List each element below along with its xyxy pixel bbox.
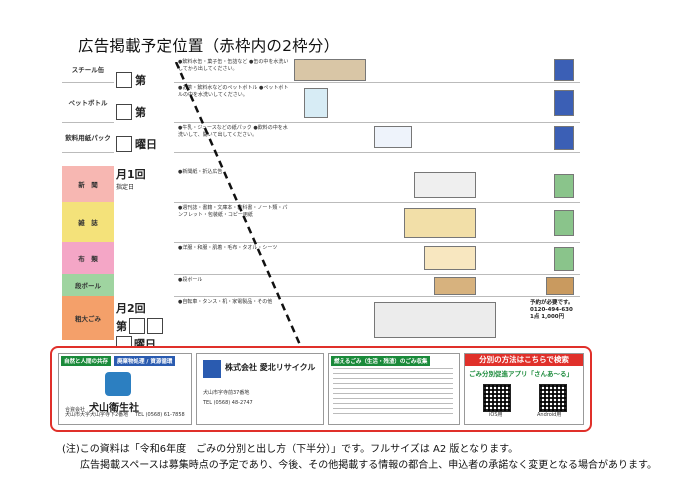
ae-logo-icon	[105, 372, 131, 396]
cart-icon	[554, 210, 574, 236]
reservation-badge: 予約が必要です。 0120-494-630 1点 1,000円	[530, 300, 574, 320]
day-box	[129, 318, 145, 334]
qr-code-ios-icon[interactable]	[483, 384, 511, 412]
pack-day: 曜日	[116, 136, 157, 152]
magazine-illustration	[404, 208, 476, 238]
category-pet: ペットボトル	[62, 82, 114, 123]
category-magazine: 雑 誌	[62, 202, 114, 242]
cart-icon	[554, 174, 574, 198]
row-pack: ●牛乳・ジュースなどの紙パック ●飲料の中を水洗いして、開いて出してください。	[174, 122, 580, 153]
page-title: 広告掲載予定位置（赤枠内の2枠分）	[78, 37, 340, 55]
qr-code-android-icon[interactable]	[539, 384, 567, 412]
ad-inuyama-eiseisha: 自然と人間の共存 廃棄物処理 / 資源循環 合資会社 犬山衛生社 犬山市大字犬山…	[58, 353, 192, 425]
steel-day: 第	[116, 72, 146, 88]
category-steel: スチール缶	[62, 56, 114, 83]
category-bulky: 粗大ごみ	[62, 296, 114, 340]
ad-aihoku-recycle: 株式会社 愛北リサイクル 犬山市字寺前37番地 TEL (0568) 48-27…	[196, 353, 324, 425]
info-text-block	[333, 368, 453, 418]
ad-collection-info: 燃えるごみ（生活・残渣）のごみ収集	[328, 353, 460, 425]
carton-icon	[546, 277, 574, 295]
day-box	[116, 72, 132, 88]
newspaper-illustration	[414, 172, 476, 198]
row-bulky: ●自転車・タンス・机・家電製品・その他 予約が必要です。 0120-494-63…	[174, 296, 580, 340]
bag-icon	[554, 59, 574, 81]
note-line-1: (注)この資料は「令和6年度 ごみの分別と出し方（下半分）」です。フルサイズは …	[62, 444, 519, 455]
row-carton: ●段ボール	[174, 274, 580, 297]
aihoku-logo-icon	[203, 360, 221, 378]
category-cloth: 布 類	[62, 242, 114, 274]
row-steel: ●飲料水缶・菓子缶・缶詰など ●缶の中を水洗いしてから出してください。	[174, 56, 580, 83]
can-illustration	[294, 59, 366, 81]
note-line-2: 広告掲載スペースは募集時点の予定であり、今後、その他掲載する情報の都合上、申込者…	[80, 460, 657, 471]
guide-main: ●飲料水缶・菓子缶・缶詰など ●缶の中を水洗いしてから出してください。 ●お茶・…	[174, 56, 580, 340]
recycling-guide-sheet: スチール缶 ペットボトル 飲料用紙パック 新 聞 雑 誌 布 類 段ボール 粗大…	[62, 56, 580, 396]
bag-icon	[554, 90, 574, 116]
category-column: スチール缶 ペットボトル 飲料用紙パック 新 聞 雑 誌 布 類 段ボール 粗大…	[62, 56, 172, 352]
row-newspaper: ●新聞紙・折込広告	[174, 166, 580, 203]
row-magazine: ●週刊誌・書籍・文庫本・教科書・ノート類・パンフレット・包装紙・コピー用紙	[174, 202, 580, 243]
bottle-illustration	[304, 88, 328, 118]
day-box	[116, 104, 132, 120]
bulky-day: 月2回 第 曜日	[116, 300, 163, 352]
category-pack: 飲料用紙パック	[62, 122, 114, 153]
day-box	[147, 318, 163, 334]
dashed-guide-line	[174, 62, 306, 355]
cloth-illustration	[424, 246, 476, 270]
row-pet: ●お茶・飲料水などのペットボトル ●ペットボトルの中を水洗いしてください。	[174, 82, 580, 123]
day-box	[116, 136, 132, 152]
row-cloth: ●洋服・和服・肌着・毛布・タオル・シーツ	[174, 242, 580, 275]
carton-illustration	[434, 277, 476, 295]
furniture-illustration	[374, 302, 496, 338]
pet-day: 第	[116, 104, 146, 120]
cart-icon	[554, 247, 574, 271]
pack-illustration	[374, 126, 412, 148]
ad-space-frame: 自然と人間の共存 廃棄物処理 / 資源循環 合資会社 犬山衛生社 犬山市大字犬山…	[50, 346, 592, 432]
category-carton: 段ボール	[62, 274, 114, 296]
ad-sanaaru-app: 分別の方法はこちらで検索 ごみ分別促進アプリ「さんあ～る」 iOS用 Andro…	[464, 353, 584, 425]
monthly-day: 月1回指定日	[116, 168, 146, 191]
category-newspaper: 新 聞	[62, 166, 114, 202]
bag-icon	[554, 126, 574, 150]
